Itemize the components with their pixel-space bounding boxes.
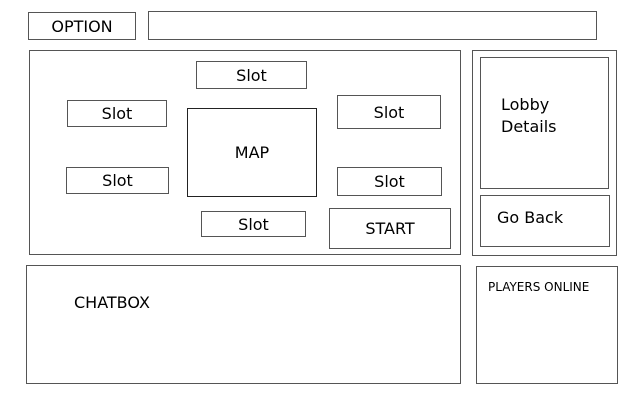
slot-right-upper[interactable]: Slot xyxy=(337,95,441,129)
lobby-details-label: Lobby Details xyxy=(501,95,557,136)
chatbox[interactable]: CHATBOX xyxy=(26,265,461,384)
slot-left-lower[interactable]: Slot xyxy=(66,167,169,194)
map-label: MAP xyxy=(234,143,270,162)
slot-label: Slot xyxy=(102,171,133,190)
slot-label: Slot xyxy=(101,104,133,123)
slot-label: Slot xyxy=(236,65,267,85)
option-button-label: OPTION xyxy=(51,16,113,36)
players-online-panel: PLAYERS ONLINE xyxy=(476,266,618,384)
start-button-label: START xyxy=(365,219,415,238)
lobby-name-field[interactable] xyxy=(148,11,597,40)
slot-label: Slot xyxy=(374,172,405,191)
start-button[interactable]: START xyxy=(329,208,451,249)
option-button[interactable]: OPTION xyxy=(28,12,136,40)
slot-right-lower[interactable]: Slot xyxy=(337,167,442,196)
slot-top[interactable]: Slot xyxy=(196,61,307,89)
map-view[interactable]: MAP xyxy=(187,108,317,197)
players-online-label: PLAYERS ONLINE xyxy=(488,280,590,294)
slot-left-upper[interactable]: Slot xyxy=(67,100,167,127)
slot-label: Slot xyxy=(373,102,405,122)
go-back-button[interactable]: Go Back xyxy=(480,195,610,247)
go-back-button-label: Go Back xyxy=(497,208,564,227)
chatbox-label: CHATBOX xyxy=(74,293,150,312)
lobby-details-panel: Lobby Details xyxy=(480,57,609,189)
slot-bottom[interactable]: Slot xyxy=(201,211,306,237)
slot-label: Slot xyxy=(238,214,269,234)
